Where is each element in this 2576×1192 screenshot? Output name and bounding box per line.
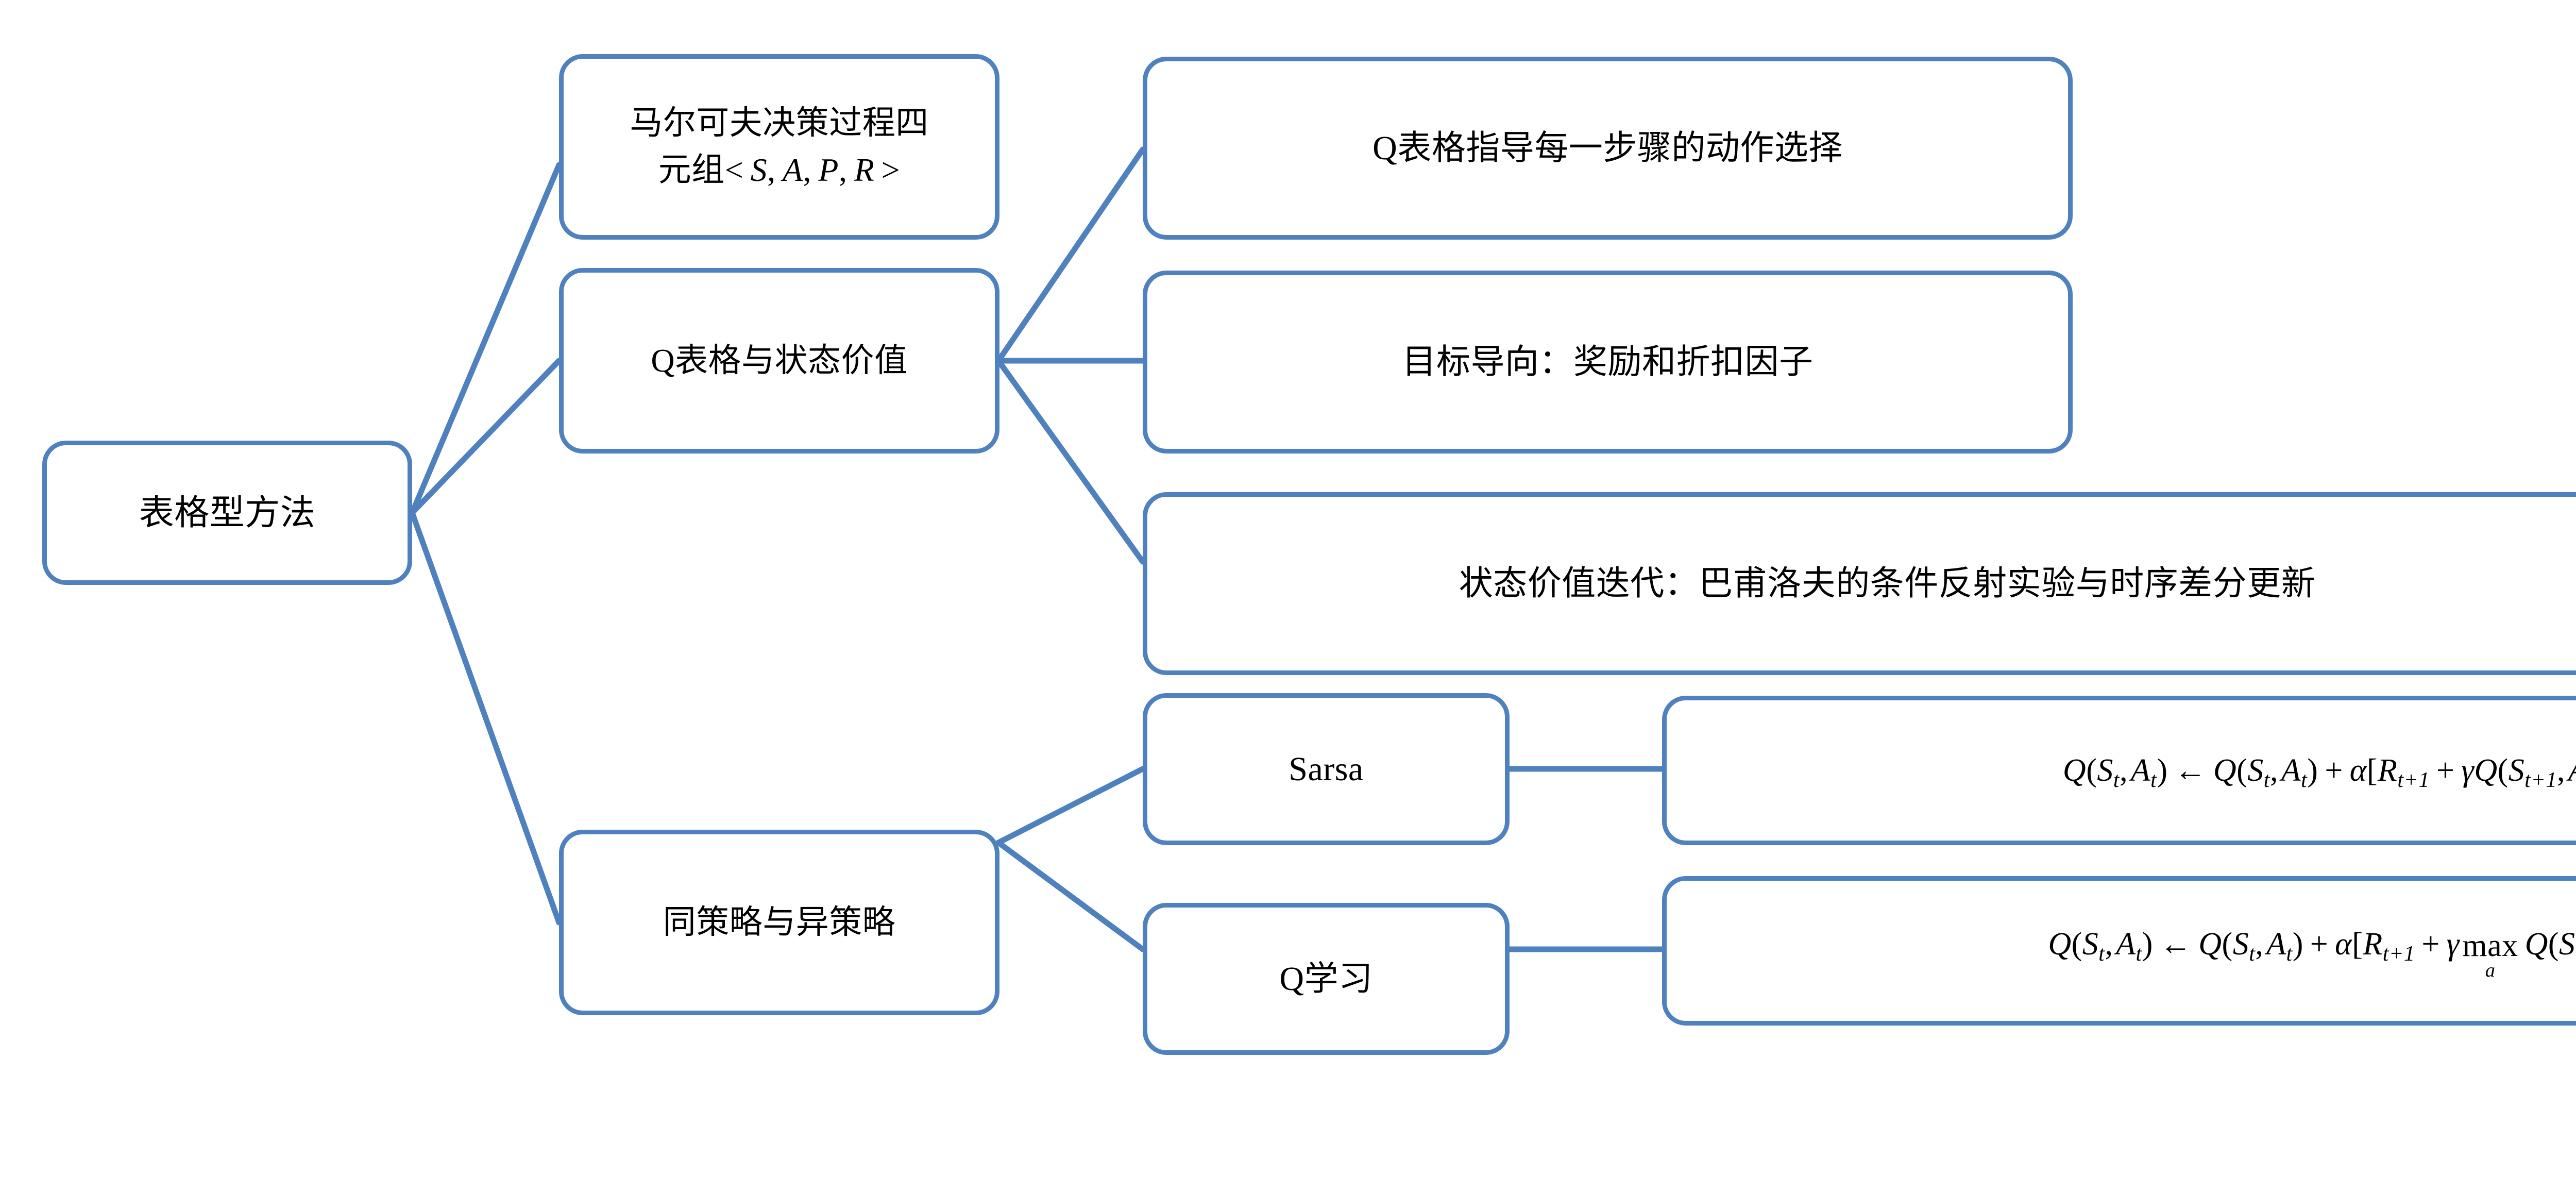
node-state-value-iteration-label: 状态价值迭代：巴甫洛夫的条件反射实验与时序差分更新 <box>1459 564 2316 602</box>
sarsa-gamma: γ <box>2461 752 2475 788</box>
node-q-table-guides-action[interactable]: Q表格指导每一步骤的动作选择 <box>1143 57 2073 240</box>
ql-max-subscript: a <box>2485 959 2496 981</box>
ql-bracket-open: [ <box>2352 926 2363 962</box>
mdp-var-S: S <box>750 152 768 188</box>
ql-arrow: ← <box>2159 926 2192 962</box>
node-root-label: 表格型方法 <box>139 493 316 532</box>
mdp-prefix: 元组< <box>658 152 751 188</box>
sarsa-bracket-open: [ <box>2366 752 2378 788</box>
ql-max-label: max <box>2462 928 2518 963</box>
sarsa-alpha: α <box>2349 752 2367 788</box>
mdp-suffix: > <box>874 152 901 188</box>
mdp-var-P: P <box>818 152 839 188</box>
sarsa-formula-expression: Q(St, At) ← Q(St, At) + α[Rt+1 + γQ(St+1… <box>2062 752 2576 792</box>
node-root[interactable]: 表格型方法 <box>42 441 412 585</box>
node-mdp-label: 马尔可夫决策过程四 元组< S, A, P, R > <box>564 100 995 194</box>
sarsa-arrow: ← <box>2174 752 2207 788</box>
edge-onoff-to-sarsa <box>995 766 1146 846</box>
edge-root-to-onoff <box>409 510 562 926</box>
mdp-var-A: A <box>782 152 803 188</box>
ql-plus-2: + <box>2421 926 2440 962</box>
mdp-var-R: R <box>854 152 875 188</box>
mdp-comma-2: , <box>803 152 812 188</box>
node-sarsa-label: Sarsa <box>1289 750 1364 788</box>
ql-plus-1: + <box>2310 926 2329 962</box>
mdp-comma-1: , <box>767 152 776 188</box>
node-sarsa-formula[interactable]: Q(St, At) ← Q(St, At) + α[Rt+1 + γQ(St+1… <box>1662 696 2576 845</box>
sarsa-plus-1: + <box>2325 752 2343 788</box>
node-q-table-state-value[interactable]: Q表格与状态价值 <box>559 268 999 454</box>
node-goal-oriented-label: 目标导向：奖励和折扣因子 <box>1402 343 1814 381</box>
mdp-line-2: 元组< S, A, P, R > <box>658 152 901 188</box>
node-q-learning[interactable]: Q学习 <box>1143 903 1510 1055</box>
edge-root-to-mdp <box>409 162 562 516</box>
edge-onoff-to-qlearning <box>995 840 1146 952</box>
node-on-off-policy-label: 同策略与异策略 <box>663 903 896 941</box>
node-on-off-policy[interactable]: 同策略与异策略 <box>559 830 999 1015</box>
sarsa-plus-2: + <box>2436 752 2455 788</box>
edge-root-to-qtable <box>409 358 562 516</box>
node-mdp[interactable]: 马尔可夫决策过程四 元组< S, A, P, R > <box>559 54 999 240</box>
node-q-learning-label: Q学习 <box>1279 960 1373 998</box>
mdp-comma-3: , <box>838 152 848 188</box>
edge-qtable-to-leaf3 <box>995 358 1146 565</box>
edge-qtable-to-leaf1 <box>995 146 1146 364</box>
node-goal-oriented[interactable]: 目标导向：奖励和折扣因子 <box>1143 271 2073 454</box>
node-q-table-guides-action-label: Q表格指导每一步骤的动作选择 <box>1372 129 1843 167</box>
ql-alpha: α <box>2335 926 2352 962</box>
node-sarsa[interactable]: Sarsa <box>1143 693 1510 845</box>
ql-gamma: γ <box>2446 926 2460 962</box>
node-state-value-iteration[interactable]: 状态价值迭代：巴甫洛夫的条件反射实验与时序差分更新 <box>1143 492 2576 675</box>
mdp-line-1: 马尔可夫决策过程四 <box>630 105 929 142</box>
node-q-table-state-value-label: Q表格与状态价值 <box>651 342 908 379</box>
